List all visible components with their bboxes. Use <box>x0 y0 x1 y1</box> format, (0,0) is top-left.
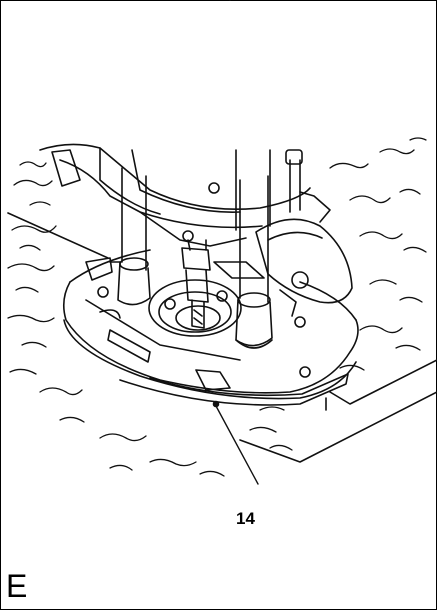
plunge-handle <box>213 191 353 317</box>
wood-grain <box>7 137 427 477</box>
figure-letter: E <box>6 568 28 604</box>
callout-14-label: 14 <box>236 509 255 528</box>
router-housing <box>39 143 311 247</box>
bit-and-collet <box>148 239 242 337</box>
router-columns <box>117 0 273 349</box>
depth-lock-knob <box>85 257 121 281</box>
callout-14-leader <box>215 405 259 485</box>
workpiece-board <box>7 212 437 463</box>
